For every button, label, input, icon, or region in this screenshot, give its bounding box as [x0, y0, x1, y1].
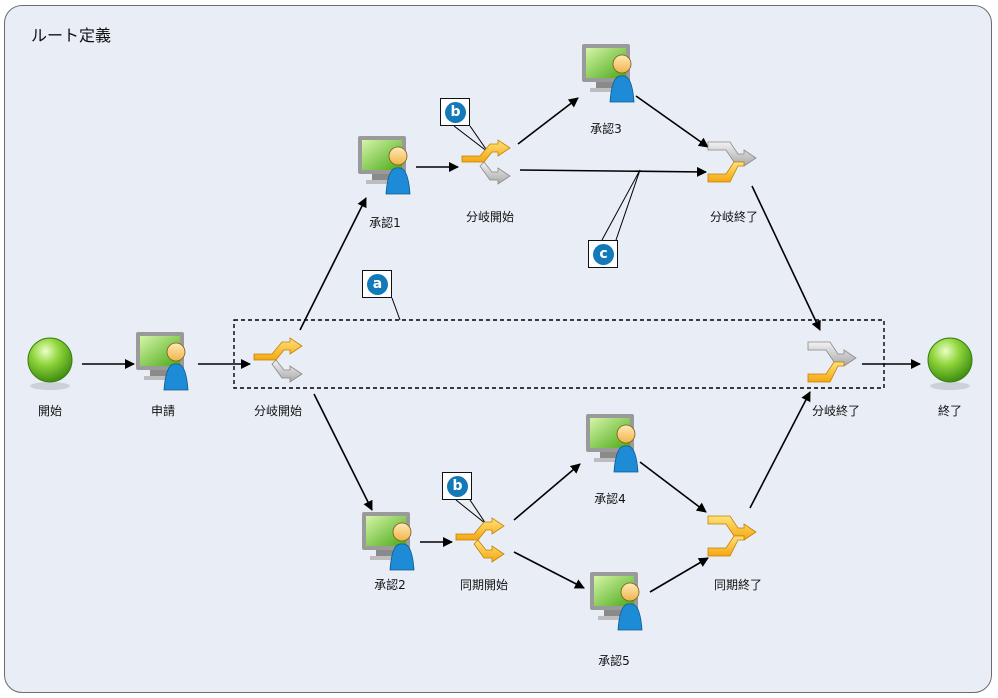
- callout-c-marker: c: [593, 244, 614, 265]
- callout-a: a: [362, 270, 392, 298]
- edge-approve4-syncend: [639, 461, 707, 513]
- edge-mergetop-mergemain: [751, 185, 821, 331]
- edge-syncend-mergemain: [749, 391, 811, 509]
- edge-split-approve1: [299, 197, 367, 331]
- edge-splittop-mergetop: [519, 166, 707, 177]
- user-task-icon-approve4[interactable]: [586, 414, 639, 473]
- callout-b-bottom: b: [442, 472, 472, 500]
- node-label-sync-end: 同期終了: [713, 578, 763, 592]
- branch-split-gateway-icon-top[interactable]: [461, 139, 511, 185]
- sync-start-gateway-icon[interactable]: [455, 517, 505, 563]
- node-label-approve5: 承認5: [598, 654, 630, 668]
- node-label-apply: 申請: [150, 404, 176, 418]
- sync-end-gateway-icon[interactable]: [707, 515, 757, 557]
- branch-selection-box: [233, 319, 885, 389]
- callout-b-bottom-marker: b: [447, 476, 468, 497]
- branch-merge-gateway-icon-top[interactable]: [707, 141, 757, 183]
- node-label-merge-main: 分岐終了: [811, 404, 861, 418]
- user-task-icon-approve1[interactable]: [358, 136, 411, 195]
- end-event-icon[interactable]: [927, 337, 973, 390]
- edge-syncstart-approve5: [513, 551, 585, 589]
- callout-c: c: [588, 240, 618, 268]
- panel-title: ルート定義: [31, 26, 112, 45]
- start-event-icon[interactable]: [27, 337, 73, 390]
- node-label-approve4: 承認4: [594, 492, 626, 506]
- edge-split-approve2: [313, 393, 373, 511]
- callout-a-marker: a: [367, 274, 388, 295]
- callout-b-top-marker: b: [445, 102, 466, 123]
- node-label-split-top: 分岐開始: [465, 210, 515, 224]
- edge-syncstart-approve4: [513, 463, 581, 521]
- edge-approve3-mergetop: [635, 95, 709, 148]
- user-task-icon-approve5[interactable]: [590, 572, 643, 631]
- edge-splittop-approve3: [517, 97, 579, 145]
- callout-pointers: [391, 125, 641, 525]
- branch-split-gateway-icon-main[interactable]: [253, 337, 303, 383]
- callout-b-top: b: [440, 98, 470, 126]
- node-label-end: 終了: [937, 404, 963, 418]
- node-label-start: 開始: [37, 404, 63, 418]
- node-label-approve2: 承認2: [374, 578, 406, 592]
- node-label-sync-start: 同期開始: [459, 578, 509, 592]
- node-label-split-main: 分岐開始: [253, 404, 303, 418]
- node-label-approve3: 承認3: [590, 122, 622, 136]
- branch-merge-gateway-icon-main[interactable]: [807, 341, 857, 383]
- edge-approve5-syncend: [649, 557, 709, 593]
- user-task-icon-approve2[interactable]: [362, 512, 415, 571]
- user-task-icon-approve3[interactable]: [582, 44, 635, 103]
- node-label-approve1: 承認1: [369, 216, 401, 230]
- user-task-icon-apply[interactable]: [136, 332, 189, 391]
- connectors: [82, 95, 921, 593]
- node-label-merge-top: 分岐終了: [709, 210, 759, 224]
